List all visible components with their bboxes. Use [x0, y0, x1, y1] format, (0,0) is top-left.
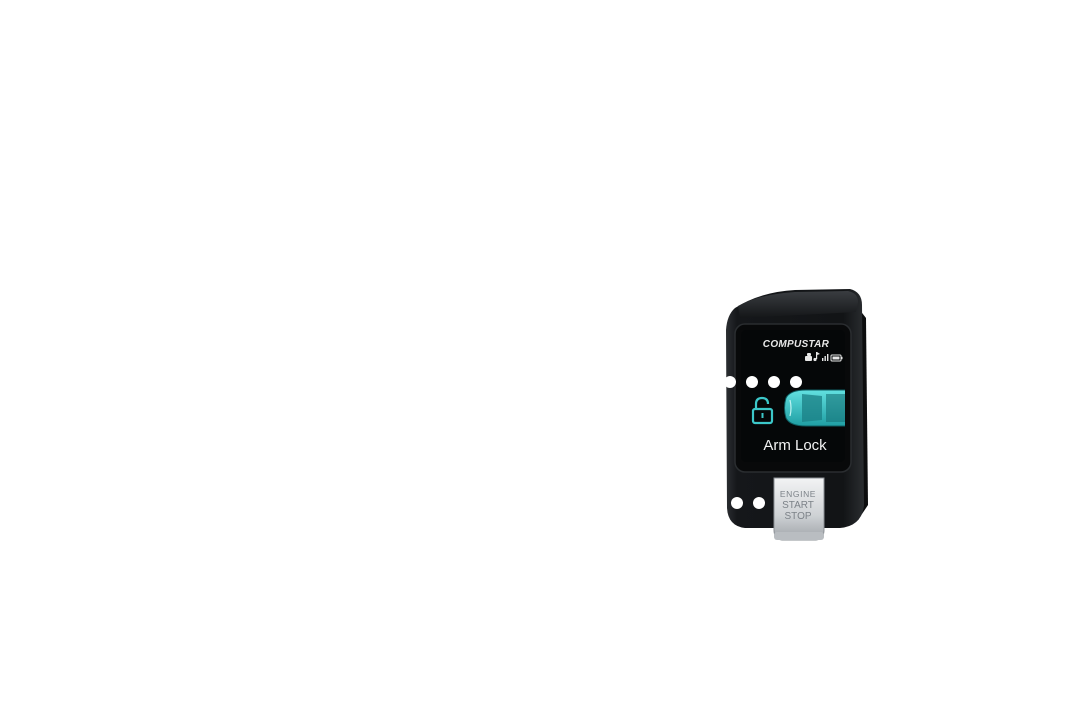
status-icons	[805, 352, 843, 362]
button-line-2: START	[782, 500, 814, 511]
hotspot-dot-4[interactable]	[790, 376, 802, 388]
hotspot-dot-3[interactable]	[768, 376, 780, 388]
engine-start-stop-button[interactable]: ENGINE START STOP	[773, 477, 825, 541]
hotspot-dot-5[interactable]	[731, 497, 743, 509]
car-top-view-icon	[784, 389, 845, 427]
brand-logo: COMPUSTAR	[763, 339, 830, 350]
unlocked-padlock-icon	[751, 396, 774, 425]
battery-icon	[830, 354, 843, 362]
music-note-icon	[813, 352, 820, 362]
car-icon	[805, 353, 812, 361]
hotspot-dot-1[interactable]	[724, 376, 736, 388]
remote-top-cap	[738, 291, 858, 318]
button-line-1: ENGINE	[780, 489, 816, 499]
signal-bars-icon	[822, 354, 829, 361]
hotspot-dots	[724, 376, 802, 509]
hotspot-dot-6[interactable]	[753, 497, 765, 509]
mode-label: Arm Lock	[763, 437, 827, 454]
lcd-screen: COMPUSTAR	[741, 330, 845, 462]
remote-start-device: COMPUSTAR	[726, 289, 868, 541]
hotspot-dot-2[interactable]	[746, 376, 758, 388]
button-line-3: STOP	[784, 511, 811, 522]
